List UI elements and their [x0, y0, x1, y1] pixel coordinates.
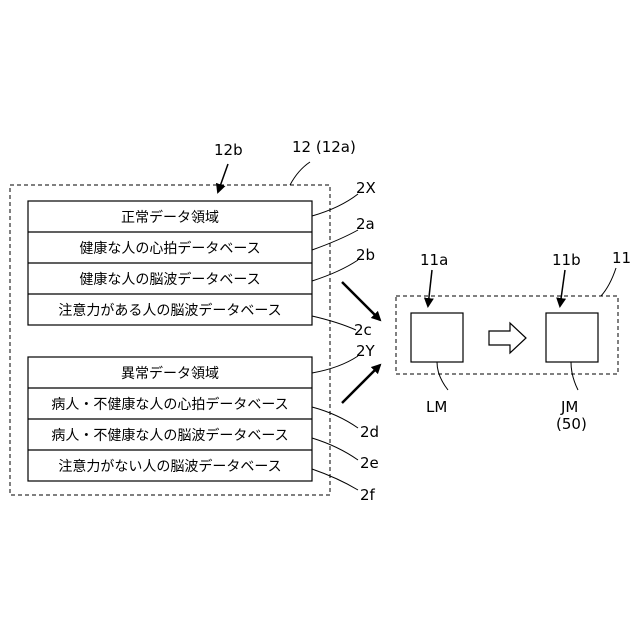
leader-LM [437, 362, 448, 390]
leader-2d [312, 407, 358, 428]
sick-heartbeat-db: 病人・不健康な人の心拍データベース [28, 388, 312, 419]
leader-2b [312, 260, 358, 281]
ref-12b: 12b [214, 142, 243, 158]
arrow-11a [428, 270, 432, 306]
ref-2a: 2a [356, 216, 375, 232]
abnormal-area-header: 異常データ領域 [28, 357, 312, 388]
arrow-11b [560, 270, 565, 306]
ref-2f: 2f [360, 487, 375, 503]
leader-2Y [312, 356, 358, 373]
jm-label: JM [561, 399, 578, 415]
jm-sub-label: (50) [556, 416, 587, 432]
lm-label: LM [426, 399, 447, 415]
sick-brainwave-db: 病人・不健康な人の脳波データベース [28, 419, 312, 450]
ref-11b: 11b [552, 252, 581, 268]
leader-2e [312, 438, 358, 460]
leader-2a [312, 230, 358, 250]
leader-2f [312, 469, 358, 490]
ref-11: 11 [612, 250, 631, 266]
ref-12: 12 (12a) [292, 139, 356, 155]
ref-2b: 2b [356, 247, 375, 263]
jm-box [546, 313, 598, 362]
ref-2X: 2X [356, 180, 376, 196]
attentive-brainwave-db: 注意力がある人の脳波データベース [28, 294, 312, 325]
healthy-heartbeat-db: 健康な人の心拍データベース [28, 232, 312, 263]
ref-2c: 2c [354, 322, 372, 338]
arrow-12b [218, 164, 228, 192]
leader-12 [290, 162, 310, 185]
ref-2e: 2e [360, 455, 379, 471]
arrow-abnormal-to-model [342, 365, 380, 403]
normal-area-header: 正常データ領域 [28, 201, 312, 232]
healthy-brainwave-db: 健康な人の脳波データベース [28, 263, 312, 294]
ref-11a: 11a [420, 252, 448, 268]
ref-2d: 2d [360, 424, 379, 440]
inattentive-brainwave-db: 注意力がない人の脳波データベース [28, 450, 312, 481]
leader-2c [312, 316, 356, 330]
leader-JM [571, 362, 578, 390]
lm-box [411, 313, 463, 362]
leader-2X [312, 194, 358, 216]
leader-11 [601, 268, 616, 296]
arrow-normal-to-model [342, 282, 380, 320]
ref-2Y: 2Y [356, 343, 375, 359]
hollow-arrow-icon [489, 323, 526, 353]
